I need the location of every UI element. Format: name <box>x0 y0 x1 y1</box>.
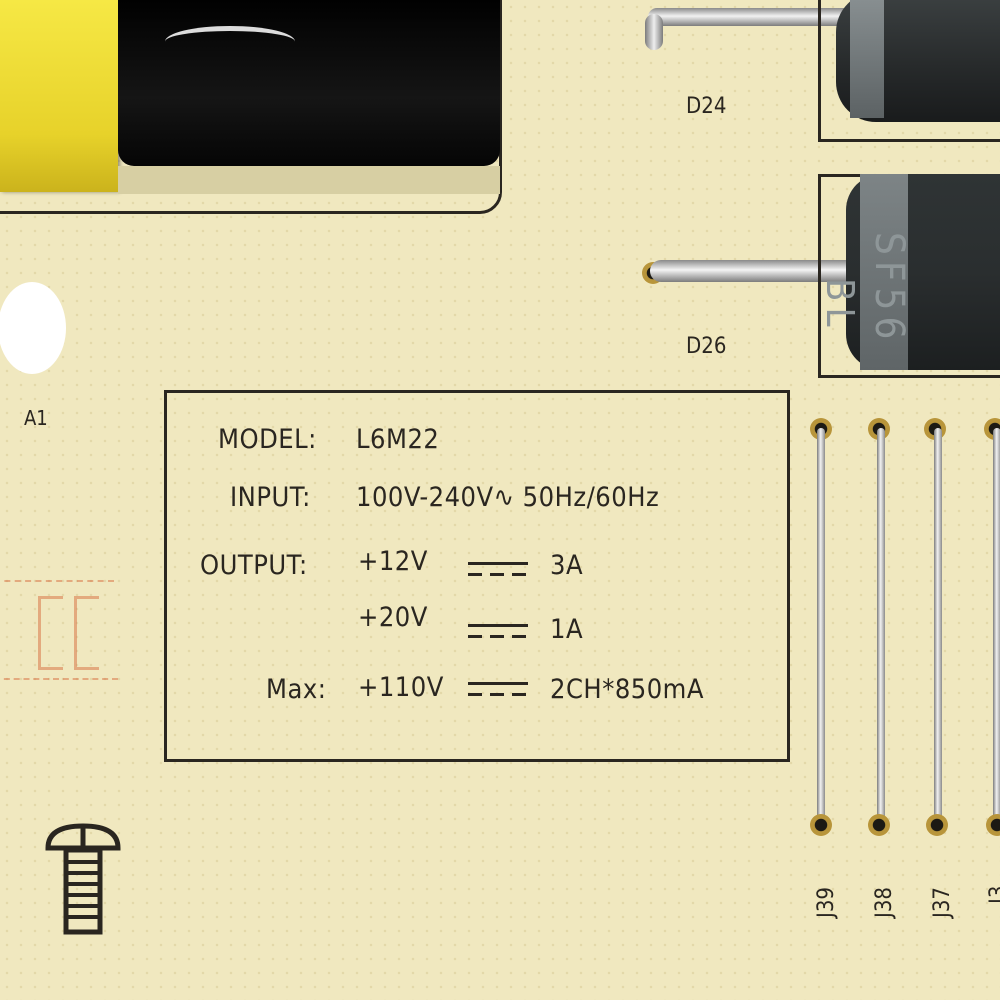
designator-d26: D26 <box>686 334 727 359</box>
model-value: L6M22 <box>356 424 440 455</box>
faded-red-marking <box>0 574 124 694</box>
jumper-j3x-pad-bottom <box>986 814 1000 836</box>
transformer-base <box>118 166 500 194</box>
designator-j38: J38 <box>872 886 897 918</box>
designator-j3x: J3 <box>986 885 1000 904</box>
input-label: INPUT: <box>230 482 311 513</box>
jumper-j38-pad-bottom <box>868 814 890 836</box>
spec-label-box <box>164 390 790 762</box>
dc-symbol-12v <box>468 562 528 578</box>
transformer-outline <box>0 0 502 214</box>
diode-d24-lead-bend <box>645 14 663 50</box>
diode-d24-cathode-band <box>850 0 884 118</box>
jumper-j39-wire <box>817 428 825 828</box>
diode-marking-line2: BL <box>818 278 862 333</box>
screw-icon <box>45 823 121 935</box>
dc-symbol-20v <box>468 624 528 640</box>
designator-j39: J39 <box>814 886 839 918</box>
diode-d24-outline <box>818 0 1000 142</box>
diode-d24-lead <box>648 8 848 26</box>
jumper-j37-wire <box>934 428 942 828</box>
max-label: Max: <box>266 674 327 705</box>
transformer-core <box>118 0 500 166</box>
diode-d26-cathode-band <box>860 174 908 370</box>
jumper-j38-wire <box>877 428 885 828</box>
output-12v-voltage: +12V <box>358 546 428 577</box>
diode-d26-lead <box>650 260 860 282</box>
diode-marking-line1: SF56 <box>866 232 912 346</box>
core-highlight <box>165 26 295 57</box>
designator-j37: J37 <box>930 886 955 918</box>
model-label: MODEL: <box>218 424 317 455</box>
max-current: 2CH*850mA <box>550 674 704 705</box>
output-label: OUTPUT: <box>200 550 308 581</box>
jumper-j3x-wire <box>993 428 1000 828</box>
mounting-hole <box>0 282 66 374</box>
designator-a1: A1 <box>24 406 48 430</box>
dc-symbol-max <box>468 682 528 698</box>
input-value: 100V-240V∿ 50Hz/60Hz <box>356 482 660 513</box>
output-12v-current: 3A <box>550 550 584 581</box>
jumper-j37-pad-bottom <box>926 814 948 836</box>
jumper-j39-pad-bottom <box>810 814 832 836</box>
transformer-bobbin <box>0 0 118 192</box>
output-20v-current: 1A <box>550 614 584 645</box>
output-20v-voltage: +20V <box>358 602 428 633</box>
designator-d24: D24 <box>686 94 727 119</box>
max-voltage: +110V <box>358 672 444 703</box>
